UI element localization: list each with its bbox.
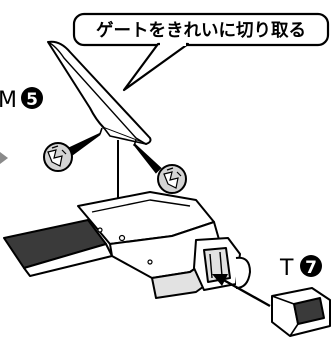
callout-bubble: ゲートをきれいに切り取る <box>72 12 330 92</box>
small-part-t7 <box>271 287 331 337</box>
part-letter-m: M <box>0 88 17 113</box>
blade-part <box>47 40 152 147</box>
part-number-t: 7 <box>305 258 317 278</box>
callout-text: ゲートをきれいに切り取る <box>96 20 306 41</box>
part-label-m: M 5 <box>0 87 43 113</box>
arrow-to-part-icon <box>212 274 271 308</box>
part-label-t: T 7 <box>279 255 322 281</box>
main-hull-part <box>3 191 251 299</box>
gate-pointer-lines <box>64 133 162 174</box>
arrow-left-icon <box>0 152 8 164</box>
part-number-m: 5 <box>26 90 38 110</box>
part-letter-t: T <box>279 256 294 281</box>
gate-nub-right-icon <box>157 164 187 194</box>
gate-nub-left-icon <box>43 142 73 172</box>
